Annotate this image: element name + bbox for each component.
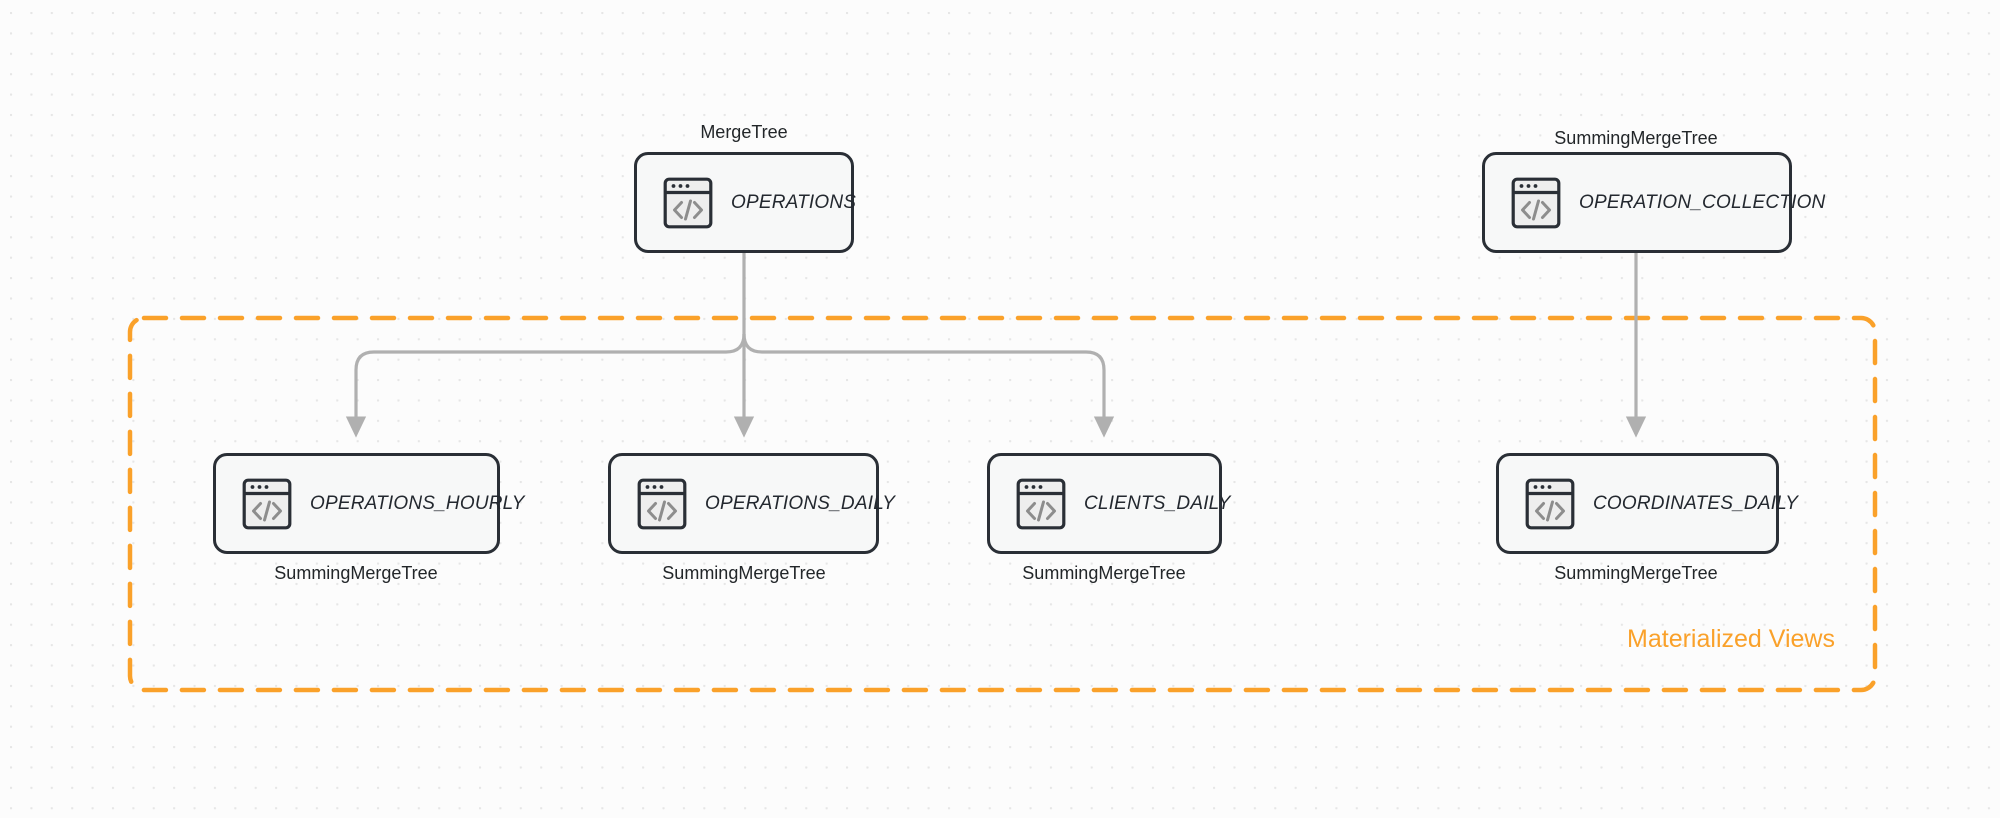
node-clients-daily-label: CLIENTS_DAILY — [1084, 492, 1231, 514]
code-window-icon — [242, 478, 292, 529]
node-operations-daily[interactable]: OPERATIONS_DAILY — [608, 453, 895, 554]
node-operations-hourly[interactable]: OPERATIONS_HOURLY — [213, 453, 524, 554]
caption-operation-collection-engine: SummingMergeTree — [1554, 128, 1718, 148]
caption-coordinates-daily-engine: SummingMergeTree — [1554, 563, 1718, 583]
code-window-icon — [1016, 478, 1066, 529]
node-operations[interactable]: OPERATIONS — [634, 152, 857, 253]
code-window-icon — [663, 177, 713, 228]
node-operations-daily-label: OPERATIONS_DAILY — [705, 492, 896, 514]
boundary-rect — [127, 315, 1878, 693]
node-clients-daily[interactable]: CLIENTS_DAILY — [987, 453, 1230, 554]
edge-operations-to-clients-daily — [742, 333, 1115, 438]
caption-clients-daily-engine: SummingMergeTree — [1022, 563, 1186, 583]
node-coordinates-daily[interactable]: COORDINATES_DAILY — [1496, 453, 1798, 554]
code-window-icon — [1511, 177, 1561, 228]
materialized-views-label: Materialized Views — [1627, 625, 1835, 653]
node-operation-collection-label: OPERATION_COLLECTION — [1579, 191, 1826, 213]
edge-operations-to-operations-hourly — [345, 333, 746, 438]
code-window-icon — [637, 478, 687, 529]
node-operations-label: OPERATIONS — [731, 191, 857, 213]
node-operations-hourly-label: OPERATIONS_HOURLY — [310, 492, 525, 514]
node-coordinates-daily-label: COORDINATES_DAILY — [1593, 492, 1799, 514]
code-window-icon — [1525, 478, 1575, 529]
caption-operations-engine: MergeTree — [700, 122, 788, 142]
caption-operations-daily-engine: SummingMergeTree — [662, 563, 826, 583]
caption-operations-hourly-engine: SummingMergeTree — [274, 563, 438, 583]
node-operation-collection[interactable]: OPERATION_COLLECTION — [1482, 152, 1825, 253]
